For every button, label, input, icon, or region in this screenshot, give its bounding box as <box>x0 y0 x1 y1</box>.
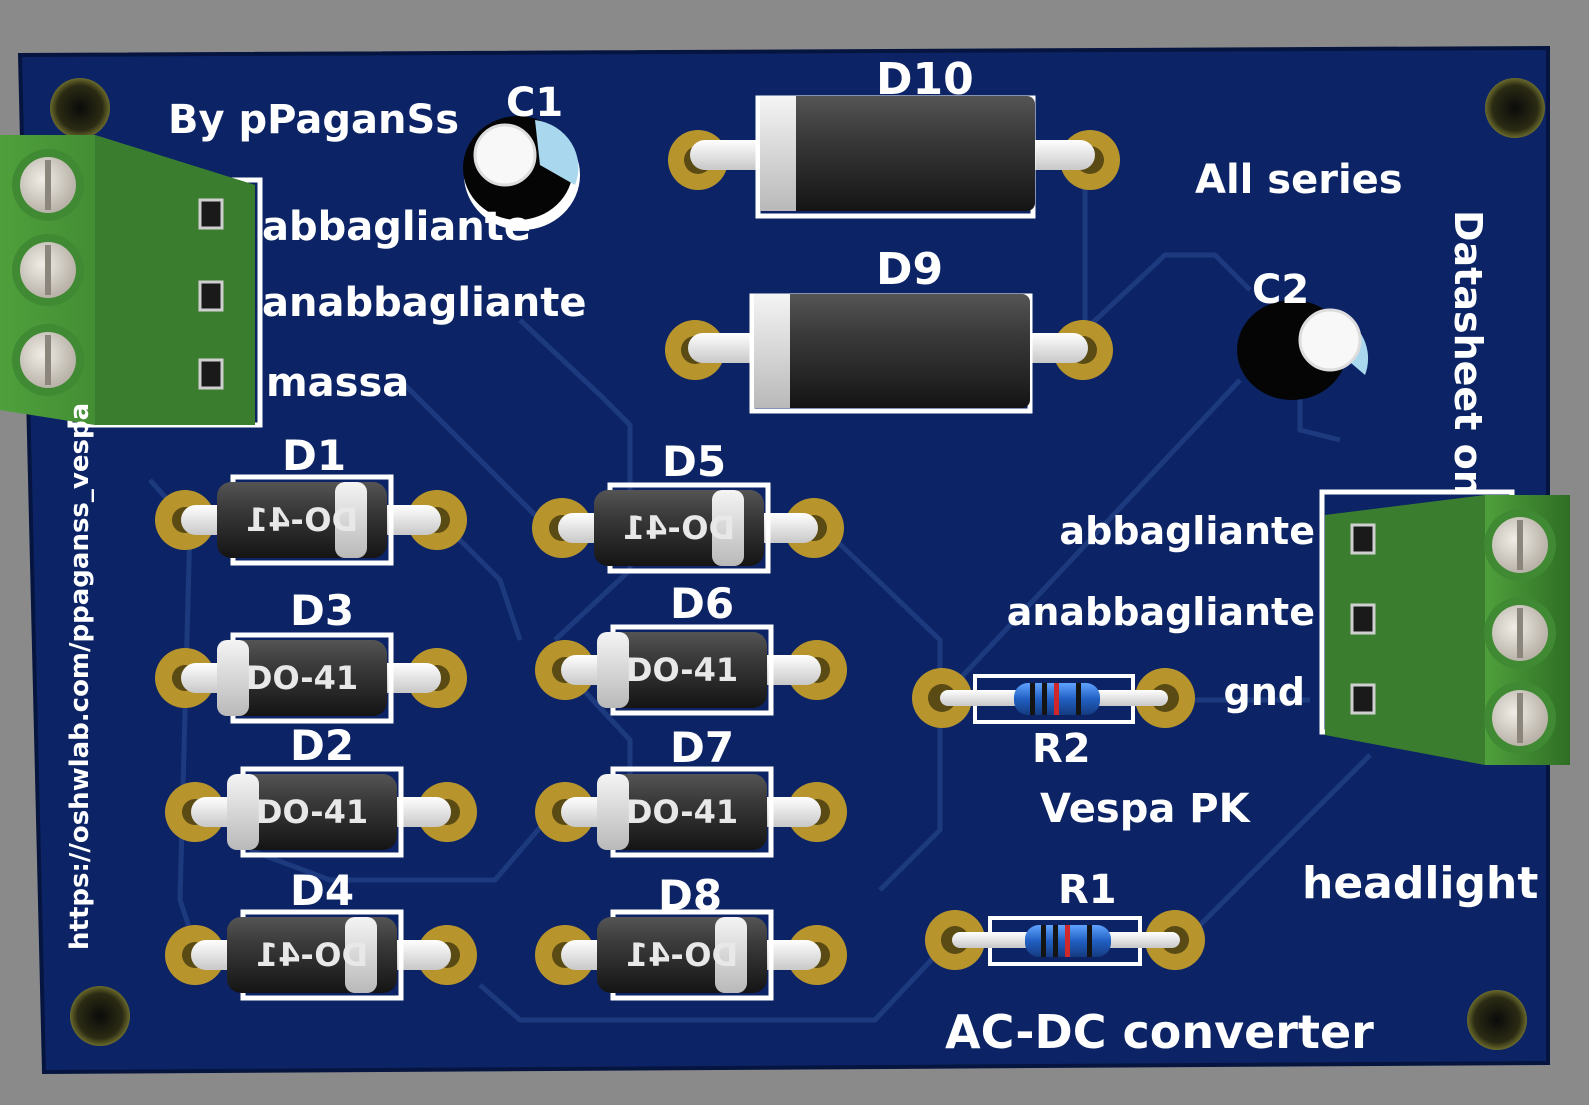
left-terminal-label-2: anabbagliante <box>262 280 587 326</box>
diode-d3: DO-41 D3 <box>155 586 467 724</box>
mounting-holes <box>50 78 1545 1050</box>
right-screw-terminal <box>1319 489 1570 765</box>
right-terminal-label-2: anabbagliante <box>1007 590 1315 634</box>
diode-package-label: DO-41 <box>246 659 358 697</box>
diode-package-label: DO-41 <box>256 936 368 974</box>
screw-icon <box>12 149 84 396</box>
resistor-r1-ref: R1 <box>1058 867 1117 913</box>
diode-package-label: DO-41 <box>626 936 738 974</box>
diode-d8: DO-41 D8 <box>535 871 847 1001</box>
copper-traces <box>148 160 1372 1023</box>
capacitor-c1-ref: C1 <box>506 80 563 126</box>
datasheet-label: Datasheet on <box>1446 210 1490 497</box>
diode-d6: DO-41 D6 <box>535 579 847 716</box>
diode-package-label: DO-41 <box>623 509 735 547</box>
resistor-r2 <box>912 668 1195 728</box>
left-terminal-label-3: massa <box>266 360 409 406</box>
url-label: https://oshwlab.com/ppaganss_vespa <box>65 403 95 950</box>
diode-ref-label: D5 <box>662 437 726 486</box>
diode-ref-label: D1 <box>282 431 346 480</box>
diode-d5: DO-41 D5 <box>532 437 844 574</box>
left-terminal-label-1: abbagliante <box>262 204 531 250</box>
resistor-r1 <box>925 910 1205 970</box>
diode-d7: DO-41 D7 <box>535 723 847 858</box>
diode-d1: DO-41 D1 <box>155 431 467 566</box>
diode-ref-label: D7 <box>670 723 734 772</box>
diode-ref-label: D2 <box>290 721 354 770</box>
left-screw-terminal <box>0 135 263 428</box>
diode-ref-label: D4 <box>290 866 354 915</box>
all-series-label: All series <box>1195 157 1403 203</box>
capacitor-c2 <box>1237 300 1369 400</box>
converter-label: AC-DC converter <box>945 1005 1374 1059</box>
vespa-label: Vespa PK <box>1040 786 1252 832</box>
diode-package-label: DO-41 <box>256 793 368 831</box>
diode-d9-ref: D9 <box>876 244 943 295</box>
diode-package-label: DO-41 <box>246 501 358 539</box>
diode-d2: DO-41 D2 <box>165 721 477 858</box>
diode-d9 <box>665 293 1113 414</box>
capacitor-c1 <box>463 116 580 230</box>
capacitor-c2-ref: C2 <box>1252 267 1309 313</box>
right-terminal-label-1: abbagliante <box>1059 509 1315 553</box>
headlight-label: headlight <box>1302 858 1538 909</box>
resistor-r2-ref: R2 <box>1032 726 1091 772</box>
diode-ref-label: D3 <box>290 586 354 635</box>
diode-d10-ref: D10 <box>876 54 974 105</box>
small-diodes: DO-41D1DO-41D3DO-41D2DO-41D4DO-41D5DO-41… <box>155 431 847 1001</box>
diode-ref-label: D8 <box>658 871 722 920</box>
diode-package-label: DO-41 <box>626 651 738 689</box>
diode-ref-label: D6 <box>670 579 734 628</box>
author-label: By pPaganSs <box>168 97 459 143</box>
right-terminal-label-3: gnd <box>1224 670 1305 714</box>
diode-package-label: DO-41 <box>626 793 738 831</box>
diode-d4: DO-41 D4 <box>165 866 477 1001</box>
diode-d10 <box>668 95 1120 219</box>
